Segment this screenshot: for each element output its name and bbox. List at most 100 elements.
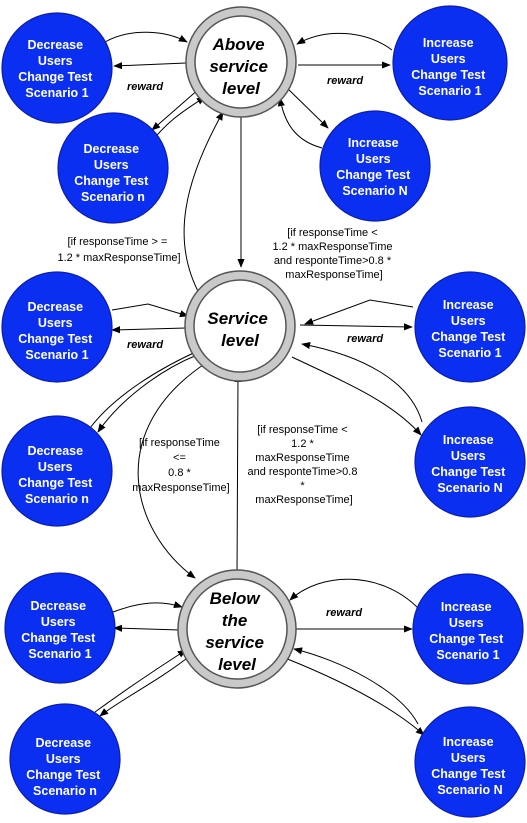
condition-below-to-service: [if responseTime < 1.2 * maxResponseTime… — [247, 424, 360, 506]
action-above-decrease-1[interactable]: Decrease Users Change Test Scenario 1 — [1, 12, 113, 124]
action-line: Scenario 1 — [436, 648, 499, 662]
edge-service-to-above — [183, 111, 224, 296]
action-line: Change Test — [431, 330, 506, 344]
action-line: Scenario n — [25, 492, 89, 506]
action-line: Change Test — [26, 768, 101, 782]
edge-below-to-decn — [99, 654, 192, 717]
svg-text:Increase Users Cha: Increase Users Change Test Scenario N — [336, 136, 414, 198]
action-service-decrease-n[interactable]: Decrease Users Change Test Scenario n — [1, 415, 113, 527]
action-line: Scenario 1 — [438, 346, 501, 360]
action-line: Scenario 1 — [25, 348, 88, 362]
action-line: Decrease — [30, 599, 86, 613]
action-line: Scenario 1 — [25, 86, 88, 100]
action-line: Scenario 1 — [418, 84, 481, 98]
action-line: Decrease — [83, 142, 139, 156]
edge-dec1-to-above — [104, 31, 188, 43]
state-line: level — [218, 655, 257, 674]
action-line: Decrease — [27, 38, 83, 52]
edge-above-to-dec1 — [113, 62, 187, 70]
edge-incn-to-above — [277, 97, 323, 149]
action-line: Users — [38, 460, 73, 474]
edge-below-to-incn — [284, 657, 425, 736]
action-line: Increase — [443, 433, 494, 447]
action-line: Scenario 1 — [28, 647, 91, 661]
action-service-decrease-1[interactable]: Decrease Users Change Test Scenario 1 — [1, 271, 113, 383]
reward-label-above-right: reward — [327, 75, 363, 87]
action-below-decrease-1[interactable]: Decrease Users Change Test Scenario 1 — [4, 572, 116, 684]
action-below-increase-1[interactable]: Increase Users Change Test Scenario 1 — [412, 573, 524, 685]
action-line: Change Test — [18, 476, 93, 490]
reward-label-above-left: reward — [127, 81, 163, 93]
svg-text:Decrease Users Cha: Decrease Users Change Test Scenario n — [26, 736, 104, 798]
edge-above-to-decn — [151, 87, 201, 131]
action-line: Increase — [423, 36, 474, 50]
action-line: Scenario n — [81, 190, 145, 204]
action-line: Change Test — [336, 168, 411, 182]
action-above-decrease-n[interactable]: Decrease Users Change Test Scenario n — [57, 112, 169, 224]
edge-inc1-to-below — [289, 578, 419, 609]
action-line: Users — [449, 616, 484, 630]
action-line: Change Test — [74, 174, 149, 188]
action-line: Decrease — [27, 300, 83, 314]
svg-text:Above service leve: Above service level — [209, 35, 272, 98]
action-line: Change Test — [21, 631, 96, 645]
action-line: Decrease — [35, 736, 91, 750]
action-line: Users — [94, 158, 129, 172]
action-above-increase-1[interactable]: Increase Users Change Test Scenario 1 — [392, 5, 508, 121]
action-line: Users — [41, 615, 76, 629]
action-service-increase-1[interactable]: Increase Users Change Test Scenario 1 — [414, 271, 526, 383]
edge-above-to-incn — [284, 85, 329, 129]
svg-text:Increase Users Cha: Increase Users Change Test Scenario 1 — [429, 600, 507, 662]
condition-above-to-service-left: [if responseTime > = 1.2 * maxResponseTi… — [57, 236, 180, 264]
action-above-increase-n[interactable]: Increase Users Change Test Scenario N — [319, 110, 431, 222]
action-line: Change Test — [18, 70, 93, 84]
action-line: Users — [38, 54, 73, 68]
action-line: Scenario N — [342, 184, 407, 198]
action-line: Users — [38, 316, 73, 330]
edge-below-to-dec1 — [113, 624, 181, 632]
action-line: Increase — [441, 600, 492, 614]
edge-incn-to-service — [301, 341, 423, 423]
action-line: Scenario n — [33, 784, 97, 798]
state-line: the — [222, 611, 248, 630]
svg-text:Increase Users Cha: Increase Users Change Test Scenario N — [431, 433, 509, 495]
edge-decn-to-service — [89, 349, 201, 429]
state-below-service-level[interactable]: Below the service level — [177, 569, 297, 689]
action-below-increase-n[interactable]: Increase Users Change Test Scenario N — [414, 706, 526, 818]
reward-label-service-right: reward — [347, 333, 383, 345]
state-line: Below — [210, 589, 262, 608]
state-service-level[interactable]: Service level — [184, 270, 296, 382]
action-line: Scenario N — [437, 481, 502, 495]
state-line: service — [209, 57, 268, 76]
svg-text:Decrease Users Cha: Decrease Users Change Test Scenario n — [18, 444, 96, 506]
action-line: Users — [431, 52, 466, 66]
svg-text:Service level: Service level — [207, 309, 272, 350]
svg-text:Increase Users Cha: Increase Users Change Test Scenario 1 — [411, 36, 489, 98]
svg-text:Decrease Users Cha: Decrease Users Change Test Scenario n — [74, 142, 152, 204]
state-line: Service — [207, 309, 268, 328]
action-line: Increase — [443, 298, 494, 312]
action-service-increase-n[interactable]: Increase Users Change Test Scenario N — [414, 406, 526, 518]
reward-label-below-right: reward — [326, 607, 362, 619]
edge-dec1-to-below — [112, 601, 183, 613]
state-line: level — [221, 331, 260, 350]
action-below-decrease-n[interactable]: Decrease Users Change Test Scenario n — [9, 703, 121, 815]
edge-decn-to-below — [94, 649, 187, 713]
edge-service-to-inc1 — [299, 323, 413, 331]
action-line: Decrease — [27, 444, 83, 458]
action-line: Users — [451, 751, 486, 765]
action-line: Users — [356, 152, 391, 166]
action-line: Increase — [443, 735, 494, 749]
action-line: Increase — [348, 136, 399, 150]
action-line: Users — [451, 314, 486, 328]
state-above-service-level[interactable]: Above service level — [185, 6, 297, 118]
edge-service-to-incn — [291, 356, 422, 436]
action-line: Users — [46, 752, 81, 766]
svg-text:Decrease Users Cha: Decrease Users Change Test Scenario 1 — [18, 300, 96, 362]
svg-text:Increase Users Cha: Increase Users Change Test Scenario N — [431, 735, 509, 797]
edge-inc1-to-above — [296, 32, 393, 51]
svg-text:Below the service: Below the service level — [205, 589, 268, 674]
edges — [89, 31, 425, 736]
svg-text:Decrease Users Cha: Decrease Users Change Test Scenario 1 — [21, 599, 99, 661]
